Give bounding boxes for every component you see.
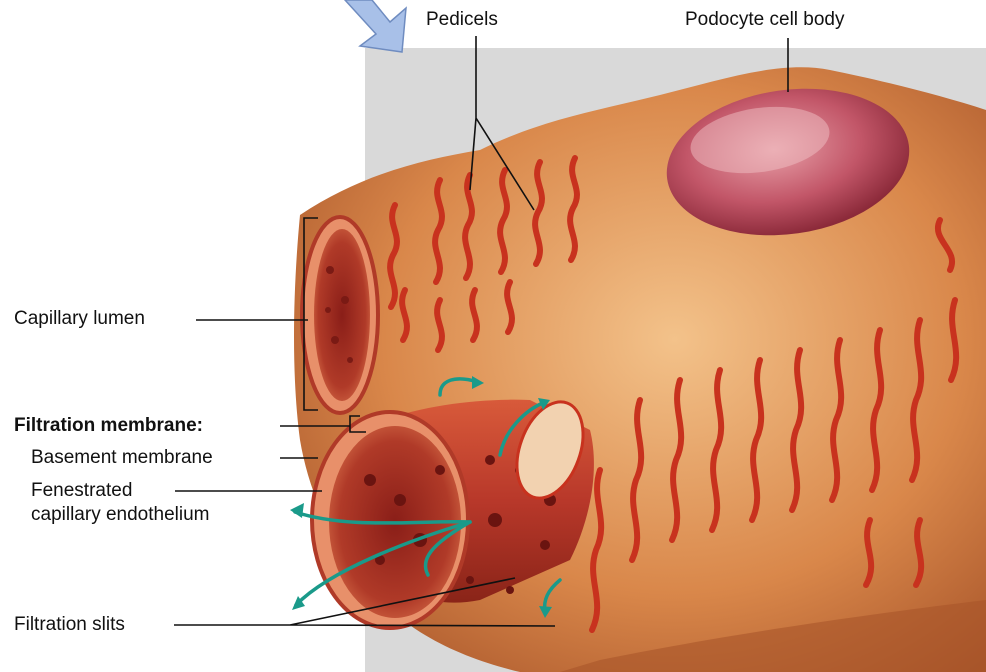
arrowhead-left-icon bbox=[290, 503, 304, 518]
label-pedicels: Pedicels bbox=[426, 9, 498, 31]
label-fenestrated-line1: Fenestrated bbox=[31, 480, 132, 502]
pointer-arrow-icon bbox=[345, 0, 406, 52]
label-filtration-slits: Filtration slits bbox=[14, 614, 125, 636]
label-capillary-lumen: Capillary lumen bbox=[14, 308, 145, 330]
label-basement-membrane: Basement membrane bbox=[31, 447, 213, 469]
label-filtration-membrane: Filtration membrane: bbox=[14, 415, 203, 437]
upper-capillary-lumen bbox=[314, 229, 370, 401]
label-fenestrated-line2: capillary endothelium bbox=[31, 504, 210, 526]
label-podocyte-cell-body: Podocyte cell body bbox=[685, 9, 845, 31]
